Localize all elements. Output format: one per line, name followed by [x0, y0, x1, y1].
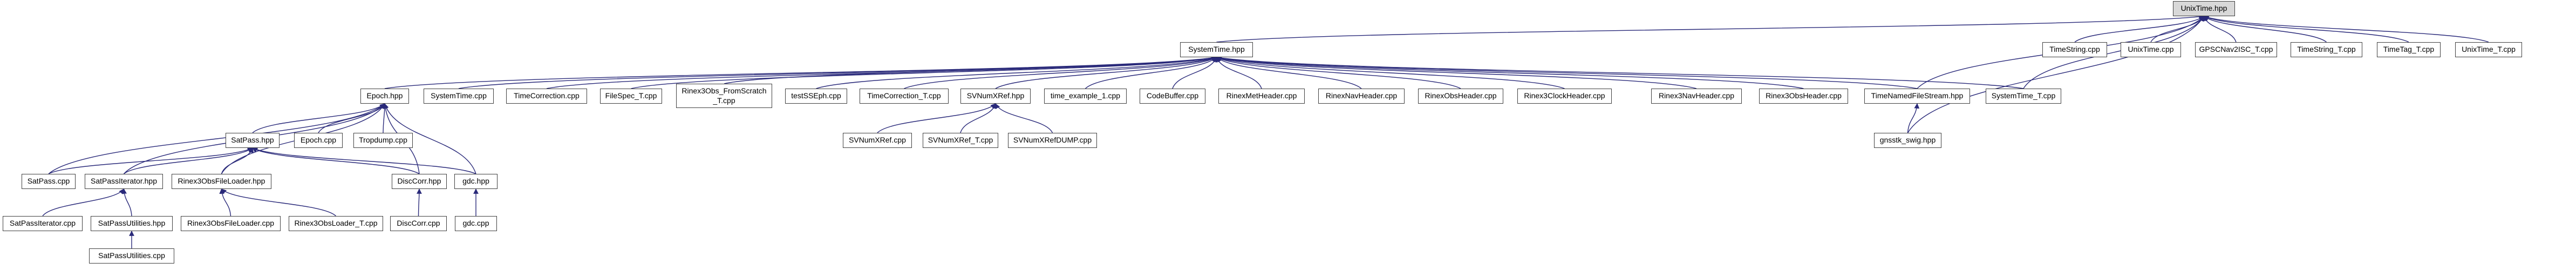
graph-node-epoch-cpp[interactable]: Epoch.cpp — [294, 133, 343, 148]
graph-node-satpass-cpp[interactable]: SatPass.cpp — [22, 174, 76, 189]
graph-node-rinex3obsloader-t-cpp[interactable]: Rinex3ObsLoader_T.cpp — [289, 216, 383, 231]
graph-node-unixtime-t-cpp[interactable]: UnixTime_T.cpp — [2455, 42, 2522, 57]
graph-edge — [252, 147, 476, 174]
graph-node-systemtime-cpp[interactable]: SystemTime.cpp — [424, 89, 494, 104]
graph-edge — [252, 147, 420, 174]
graph-edge — [252, 103, 385, 133]
graph-node-filespec-t-cpp[interactable]: FileSpec_T.cpp — [600, 89, 662, 104]
graph-node-satpass-hpp[interactable]: SatPass.hpp — [226, 133, 280, 148]
graph-edge — [546, 55, 1217, 89]
graph-edge — [42, 188, 125, 217]
graph-edge — [384, 55, 1217, 89]
graph-edge — [221, 147, 254, 174]
graph-edge — [1216, 57, 1461, 89]
graph-node-gdc-cpp[interactable]: gdc.cpp — [455, 216, 497, 231]
graph-edge — [995, 57, 1217, 89]
graph-node-rinex3navheader-cpp[interactable]: Rinex3NavHeader.cpp — [1651, 89, 1742, 104]
graph-edge — [1907, 16, 2205, 133]
graph-edge — [2203, 16, 2327, 43]
graph-node-codebuffer-cpp[interactable]: CodeBuffer.cpp — [1140, 89, 1205, 104]
graph-edge — [1216, 56, 1697, 89]
graph-edge — [1216, 55, 1918, 89]
graph-edge — [124, 147, 253, 174]
graph-edge — [960, 103, 997, 133]
graph-node-timecorrection-cpp[interactable]: TimeCorrection.cpp — [506, 89, 587, 104]
graph-node-timecorrection-t-cpp[interactable]: TimeCorrection_T.cpp — [860, 89, 949, 104]
graph-edge — [724, 56, 1217, 84]
graph-edge — [904, 56, 1217, 89]
graph-node-svnumxrefdump-cpp[interactable]: SVNumXRefDUMP.cpp — [1008, 133, 1097, 148]
graph-node-tropdump-cpp[interactable]: Tropdump.cpp — [353, 133, 413, 148]
graph-edge — [2203, 16, 2409, 43]
graph-edge — [48, 147, 253, 174]
graph-node-epoch-hpp[interactable]: Epoch.hpp — [360, 89, 409, 104]
graph-node-satpassiterator-hpp[interactable]: SatPassIterator.hpp — [85, 174, 163, 189]
graph-node-svnumxref-hpp[interactable]: SVNumXRef.hpp — [960, 89, 1031, 104]
graph-edge — [816, 56, 1217, 89]
graph-edge — [221, 188, 336, 217]
graph-node-disccorr-hpp[interactable]: DiscCorr.hpp — [392, 174, 447, 189]
graph-node-satpassutilities-cpp[interactable]: SatPassUtilities.cpp — [89, 248, 174, 264]
graph-edge — [381, 103, 387, 133]
graph-edge — [1907, 103, 1920, 133]
graph-edge — [458, 55, 1217, 89]
graph-node-unixtime-hpp[interactable]: UnixTime.hpp — [2173, 1, 2235, 16]
graph-node-rinex3clockheader-cpp[interactable]: Rinex3ClockHeader.cpp — [1517, 89, 1612, 104]
graph-node-satpassiterator-cpp[interactable]: SatPassIterator.cpp — [3, 216, 83, 231]
graph-edge — [219, 188, 231, 217]
graph-edge — [877, 103, 996, 133]
graph-node-gdc-hpp[interactable]: gdc.hpp — [454, 174, 498, 189]
graph-edge — [121, 188, 132, 217]
graph-node-rinexobsheader-cpp[interactable]: RinexObsHeader.cpp — [1418, 89, 1503, 104]
graph-node-timetag-t-cpp[interactable]: TimeTag_T.cpp — [2377, 42, 2441, 57]
graph-node-time-example-1-cpp[interactable]: time_example_1.cpp — [1044, 89, 1127, 104]
graph-edge — [1216, 14, 2205, 43]
graph-node-timenamedfilestream-hpp[interactable]: TimeNamedFileStream.hpp — [1864, 89, 1970, 104]
graph-edge — [2074, 16, 2205, 43]
graph-node-rinexmetheader-cpp[interactable]: RinexMetHeader.cpp — [1218, 89, 1305, 104]
graph-edge — [1085, 57, 1217, 89]
graph-edge — [1216, 55, 2024, 89]
graph-node-rinex3obsheader-cpp[interactable]: Rinex3ObsHeader.cpp — [1759, 89, 1848, 104]
graph-node-systemtime-hpp[interactable]: SystemTime.hpp — [1180, 42, 1253, 57]
graph-node-timestring-cpp[interactable]: TimeString.cpp — [2042, 42, 2107, 57]
graph-node-testsseph-cpp[interactable]: testSSEph.cpp — [785, 89, 847, 104]
graph-edge — [2150, 16, 2205, 43]
graph-node-disccorr-cpp[interactable]: DiscCorr.cpp — [390, 216, 447, 231]
graph-node-rinexnavheader-cpp[interactable]: RinexNavHeader.cpp — [1318, 89, 1405, 104]
graph-edge — [318, 103, 385, 133]
graph-node-unixtime-cpp[interactable]: UnixTime.cpp — [2121, 42, 2181, 57]
graph-edge — [995, 103, 1053, 133]
graph-node-svnumxref-cpp[interactable]: SVNumXRef.cpp — [843, 133, 912, 148]
graph-edge — [2203, 15, 2489, 43]
graph-edge — [1215, 57, 1262, 89]
graph-node-timestring-t-cpp[interactable]: TimeString_T.cpp — [2291, 42, 2362, 57]
graph-node-satpassutilities-hpp[interactable]: SatPassUtilities.hpp — [91, 216, 173, 231]
graph-node-systemtime-t-cpp[interactable]: SystemTime_T.cpp — [1986, 89, 2061, 104]
graph-edge — [1216, 56, 1565, 89]
graph-node-gnsstk-swig-hpp[interactable]: gnsstk_swig.hpp — [1874, 133, 1941, 148]
graph-node-svnumxref-t-cpp[interactable]: SVNumXRef_T.cpp — [923, 133, 998, 148]
graph-node-rinex3obs-fromscratch-t-cpp[interactable]: Rinex3Obs_FromScratch _T.cpp — [676, 84, 772, 108]
graph-edge — [1216, 56, 1804, 89]
graph-edge — [1216, 57, 1362, 89]
graph-node-rinex3obsfileloader-cpp[interactable]: Rinex3ObsFileLoader.cpp — [181, 216, 281, 231]
graph-node-rinex3obsfileloader-hpp[interactable]: Rinex3ObsFileLoader.hpp — [172, 174, 271, 189]
graph-edge — [1172, 57, 1218, 89]
graph-node-gpscnav2isc-t-cpp[interactable]: GPSCNav2ISC_T.cpp — [2195, 42, 2277, 57]
graph-edge — [2203, 16, 2237, 43]
graph-edge — [417, 188, 422, 217]
